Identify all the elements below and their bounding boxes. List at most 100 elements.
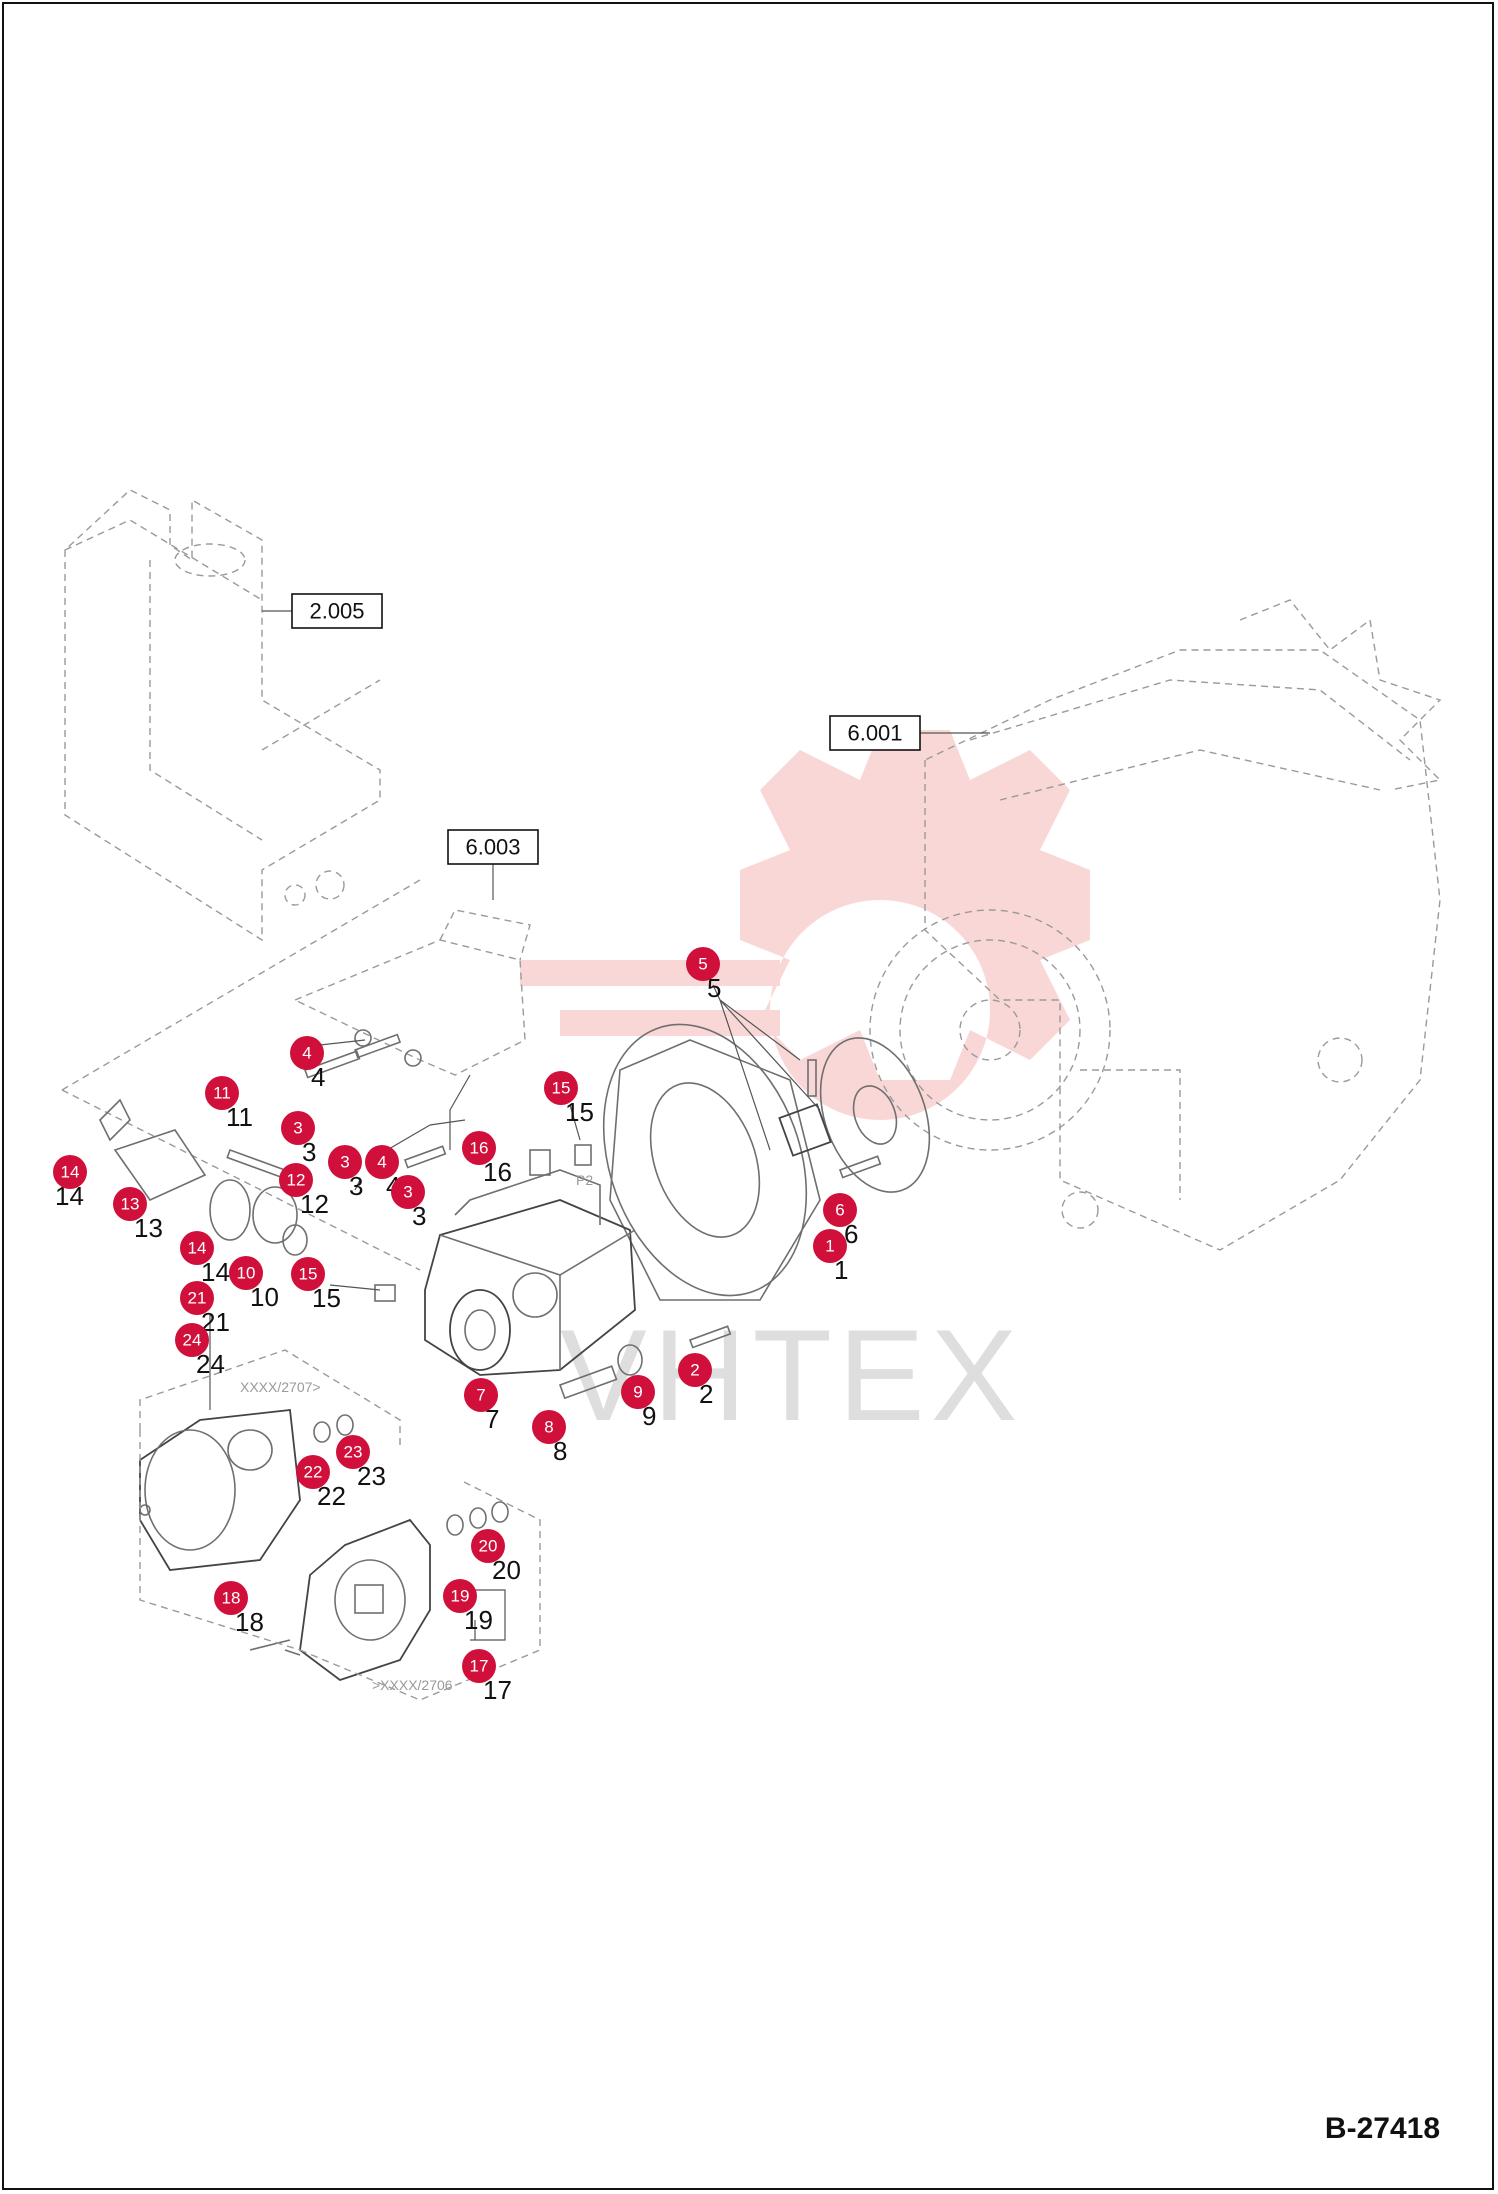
callout-badge (328, 1145, 362, 1179)
watermark-gear-icon (740, 730, 1090, 1121)
callout-badge (205, 1076, 239, 1110)
callout-badge (53, 1155, 87, 1189)
svg-text:6.001: 6.001 (847, 721, 902, 746)
reference-box-2005[interactable]: 2.005 (262, 593, 383, 629)
callout-1[interactable]: 11 (813, 1229, 848, 1285)
callout-badge (464, 1378, 498, 1412)
reference-box-6001[interactable]: 6.001 (829, 715, 990, 751)
engine-ghost (869, 599, 1442, 1251)
callout-number: 10 (237, 1264, 256, 1283)
watermark-bar (560, 1010, 780, 1036)
callout-number: 4 (377, 1153, 386, 1172)
hydraulic-tank-ghost (64, 489, 381, 942)
callout-badge (279, 1163, 313, 1197)
callout-number: 9 (633, 1383, 642, 1402)
callout-position-label: 6 (844, 1219, 858, 1249)
pump-housing (139, 1409, 301, 1571)
callout-badge (462, 1131, 496, 1165)
callout-9[interactable]: 99 (621, 1375, 656, 1431)
callout-number: 7 (476, 1386, 485, 1405)
callout-badge (443, 1579, 477, 1613)
callout-badge (365, 1145, 399, 1179)
callout-3[interactable]: 33 (281, 1111, 316, 1167)
callout-markers: 5544151511113333441616141412123313136614… (53, 947, 858, 1705)
range-note-lower: >XXXX/2706 (372, 1677, 453, 1693)
callout-number: 14 (188, 1239, 207, 1258)
callout-3[interactable]: 33 (391, 1175, 426, 1231)
callout-7[interactable]: 77 (464, 1378, 499, 1434)
callout-badge (281, 1111, 315, 1145)
callout-number: 24 (183, 1331, 202, 1350)
callout-position-label: 3 (302, 1137, 316, 1167)
callout-badge (823, 1193, 857, 1227)
port-note-p2: P2 (576, 1172, 593, 1188)
svg-text:2.005: 2.005 (309, 599, 364, 624)
callout-position-label: 7 (485, 1404, 499, 1434)
hydraulic-pump (424, 1169, 636, 1376)
callout-6[interactable]: 66 (823, 1193, 858, 1249)
callout-badge (621, 1375, 655, 1409)
callout-number: 12 (287, 1171, 306, 1190)
callout-badge (813, 1229, 847, 1263)
callout-badge (175, 1323, 209, 1357)
coupling (778, 1037, 931, 1193)
callout-5[interactable]: 55 (686, 947, 721, 1003)
callout-number: 20 (479, 1537, 498, 1556)
callout-position-label: 5 (707, 973, 721, 1003)
callout-4[interactable]: 44 (290, 1036, 325, 1092)
callout-number: 18 (222, 1589, 241, 1608)
callout-number: 16 (470, 1139, 489, 1158)
callout-badge (113, 1187, 147, 1221)
callout-badge (336, 1435, 370, 1469)
callout-badge (180, 1231, 214, 1265)
callout-3[interactable]: 33 (328, 1145, 363, 1201)
callout-2[interactable]: 22 (678, 1353, 713, 1409)
callout-badge (391, 1175, 425, 1209)
callout-number: 11 (213, 1084, 231, 1103)
callout-badge (686, 947, 720, 981)
range-outline-upper (139, 1349, 401, 1651)
callout-number: 15 (299, 1265, 318, 1284)
callout-position-label: 2 (699, 1379, 713, 1409)
callout-position-label: 1 (834, 1255, 848, 1285)
callout-badge (291, 1257, 325, 1291)
callout-badge (214, 1581, 248, 1615)
callout-position-label: 4 (311, 1062, 325, 1092)
callout-number: 13 (121, 1195, 140, 1214)
callout-number: 4 (302, 1044, 311, 1063)
reference-box-6003[interactable]: 6.003 (447, 829, 539, 900)
callout-number: 17 (470, 1657, 489, 1676)
svg-text:6.003: 6.003 (465, 835, 520, 860)
leader-lines (209, 984, 835, 1641)
callout-number: 3 (340, 1153, 349, 1172)
callout-badge (532, 1410, 566, 1444)
callout-number: 22 (304, 1463, 323, 1482)
callout-badge (290, 1036, 324, 1070)
callout-8[interactable]: 88 (532, 1410, 567, 1466)
callout-badge (296, 1455, 330, 1489)
range-outline-lower (299, 1479, 541, 1701)
range-note-upper: XXXX/2707> (240, 1379, 321, 1395)
callout-badge (180, 1281, 214, 1315)
watermark-bar (520, 960, 780, 986)
